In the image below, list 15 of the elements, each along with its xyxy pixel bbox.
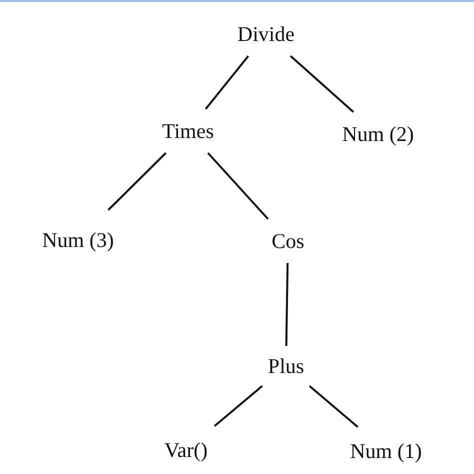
node-label: Divide bbox=[237, 22, 295, 46]
tree-edge bbox=[204, 55, 250, 110]
tree-edge bbox=[308, 385, 358, 428]
node-label: Num (1) bbox=[350, 438, 422, 464]
tree-edge bbox=[290, 55, 354, 113]
tree-edge bbox=[108, 152, 166, 211]
node-label: Cos bbox=[272, 228, 304, 254]
tree-edge bbox=[207, 152, 269, 220]
node-label: Num (2) bbox=[342, 122, 414, 146]
node-label: Num (3) bbox=[42, 228, 114, 252]
node-label: Times bbox=[162, 118, 214, 144]
node-label: Plus bbox=[268, 354, 304, 378]
node-label: Var() bbox=[164, 438, 208, 462]
tree-edge bbox=[214, 385, 263, 427]
tree-edge bbox=[285, 262, 289, 346]
